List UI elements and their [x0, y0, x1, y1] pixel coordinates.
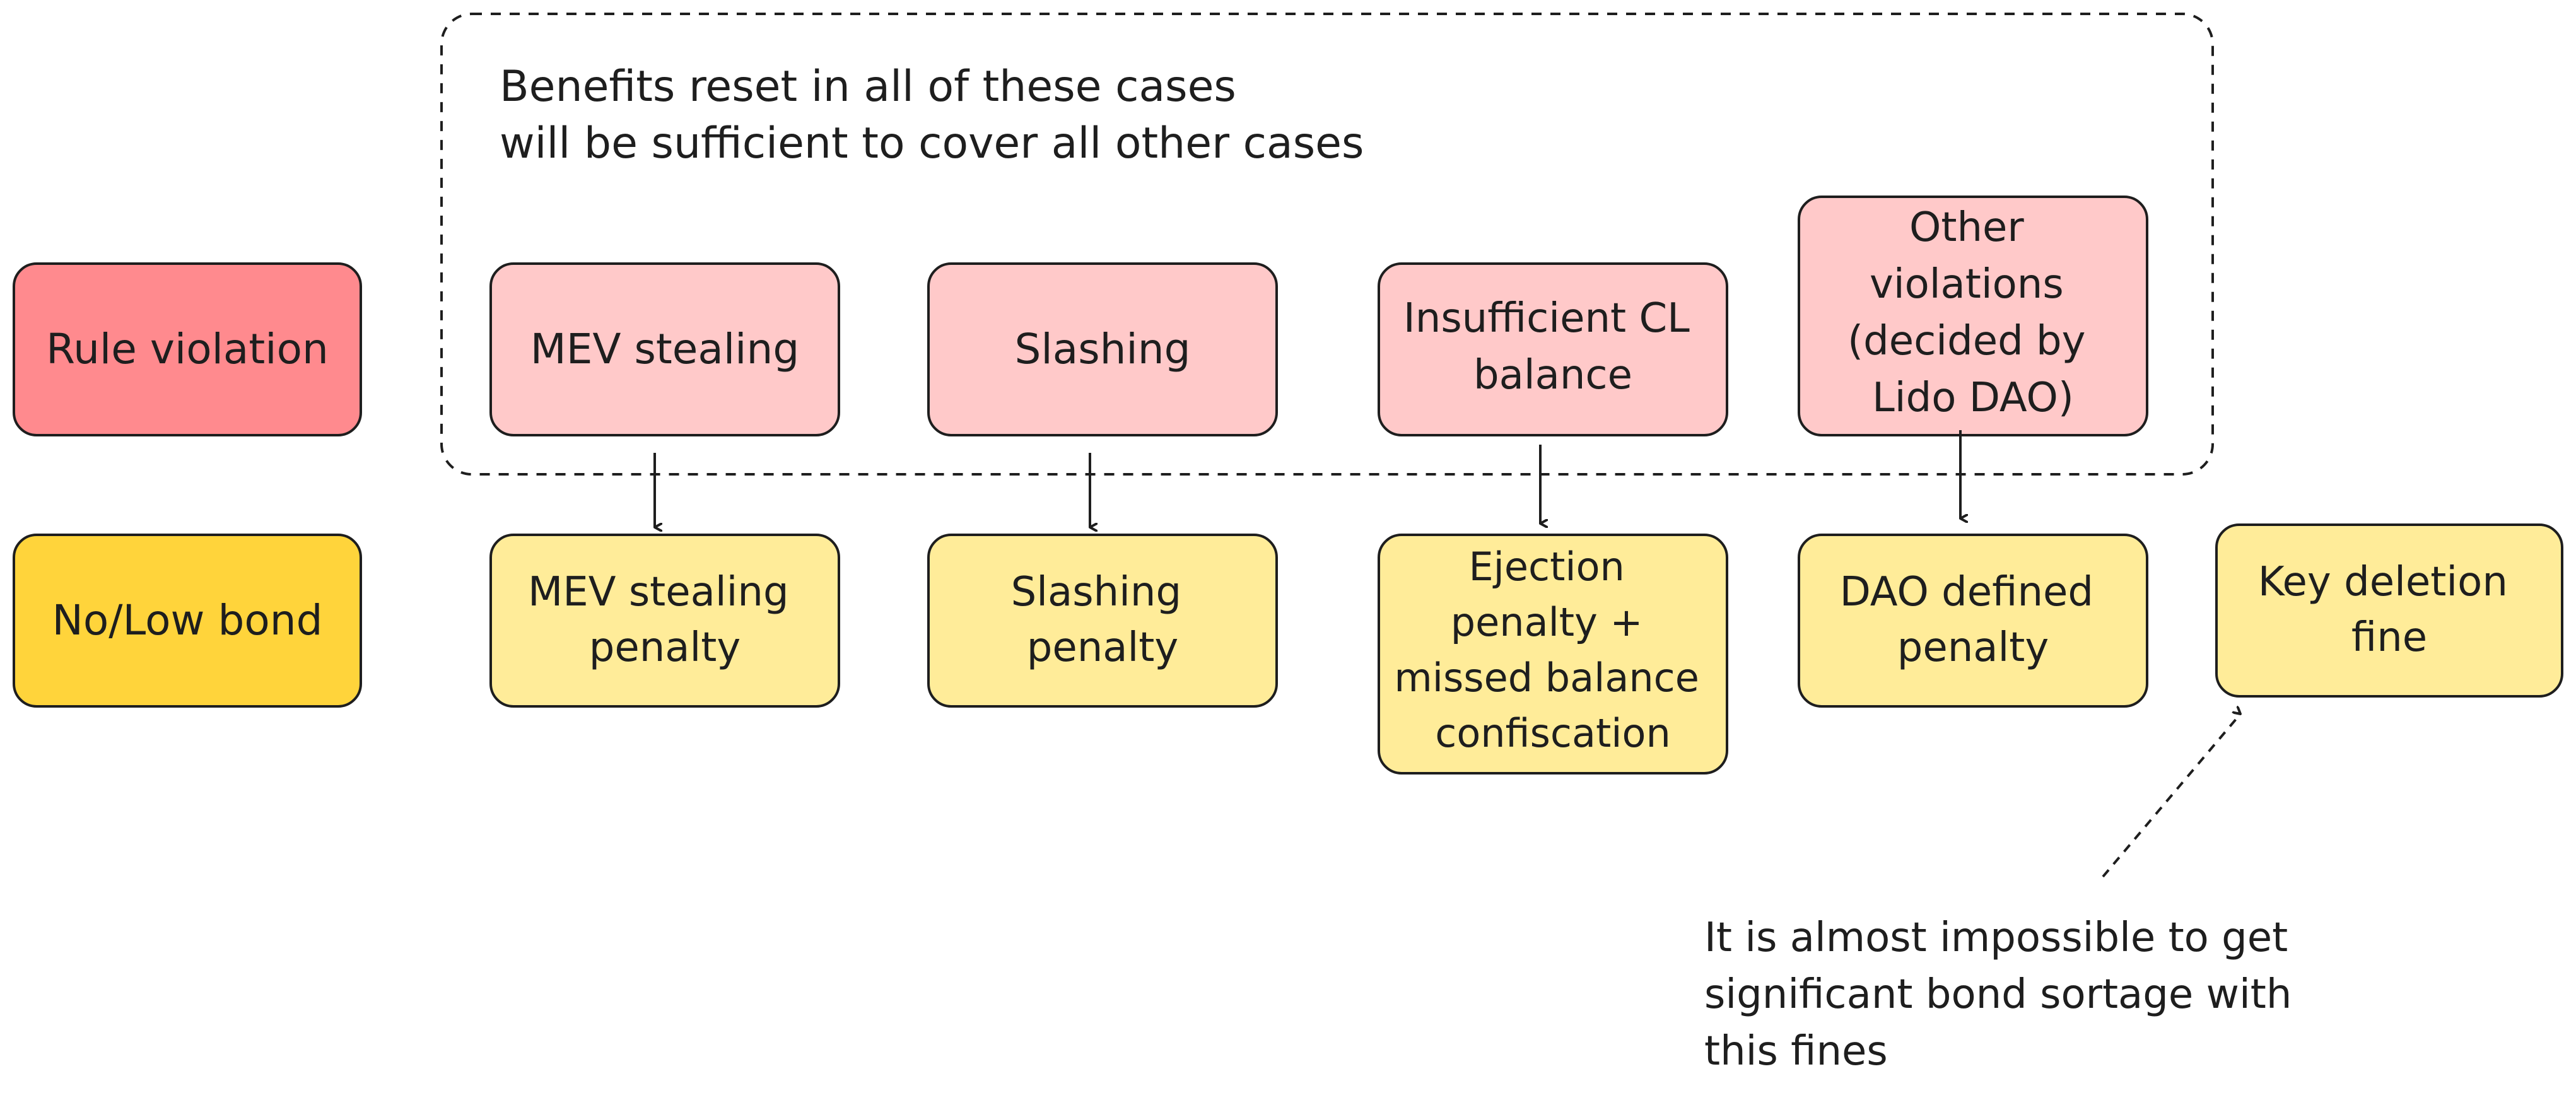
slashing-label: Slashing — [1015, 325, 1191, 373]
insufficient-cl-label: Insufficient CL balance — [1403, 295, 1702, 399]
key-deletion-label: Key deletion fine — [2258, 559, 2520, 661]
mev-penalty-node: MEV stealing penalty — [489, 534, 840, 708]
dao-penalty-label: DAO defined penalty — [1840, 569, 2107, 671]
slashing-penalty-node: Slashing penalty — [927, 534, 1278, 708]
insufficient-cl-node: Insufficient CL balance — [1378, 262, 1728, 436]
no-low-bond-node: No/Low bond — [13, 534, 362, 708]
mev-stealing-label: MEV stealing — [530, 325, 800, 373]
no-low-bond-label: No/Low bond — [52, 596, 323, 645]
group-caption: Benefits reset in all of these cases wil… — [500, 62, 1364, 168]
dao-penalty-node: DAO defined penalty — [1798, 534, 2148, 708]
group-caption-line-1: Benefits reset in all of these cases — [500, 62, 1236, 112]
slashing-node: Slashing — [927, 262, 1278, 436]
ejection-penalty-label: Ejection penalty + missed balance confis… — [1394, 544, 1711, 756]
note-line-1: It is almost impossible to get — [1704, 915, 2288, 961]
other-violations-node: Other violations (decided by Lido DAO) — [1798, 196, 2148, 436]
group-frame — [440, 13, 2214, 476]
mev-penalty-label: MEV stealing penalty — [528, 569, 802, 671]
group-caption-line-2: will be sufficient to cover all other ca… — [500, 119, 1364, 168]
note-text: It is almost impossible to get significa… — [1704, 915, 2305, 1075]
mev-stealing-node: MEV stealing — [489, 262, 840, 436]
note-line-3: this fines — [1704, 1028, 1888, 1075]
rule-violation-node: Rule violation — [13, 262, 362, 436]
other-violations-label: Other violations (decided by Lido DAO) — [1847, 204, 2099, 421]
ejection-penalty-node: Ejection penalty + missed balance confis… — [1378, 534, 1728, 774]
note-arrow — [2102, 714, 2240, 878]
key-deletion-node: Key deletion fine — [2215, 523, 2563, 698]
rule-violation-label: Rule violation — [46, 325, 329, 373]
note-line-2: significant bond sortage with — [1704, 971, 2292, 1018]
slashing-penalty-label: Slashing penalty — [1011, 569, 1195, 671]
